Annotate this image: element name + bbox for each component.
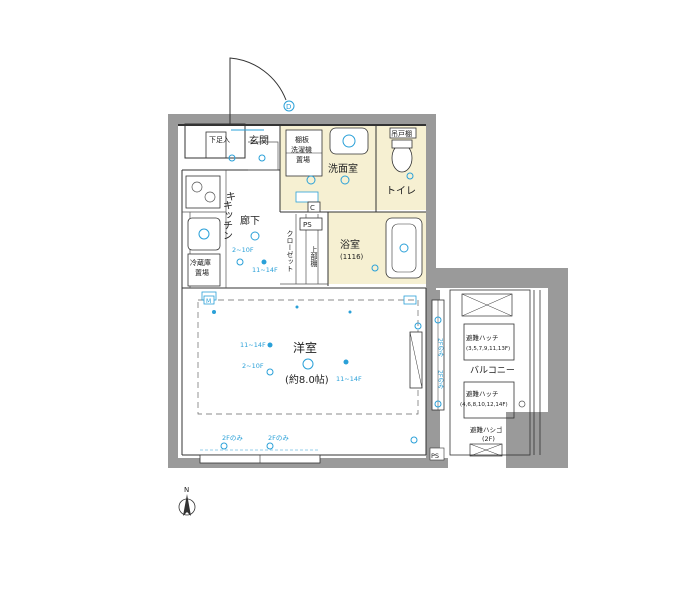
- label-shelf: 棚板: [295, 135, 309, 144]
- front-door: [229, 57, 287, 171]
- label-fridge-area: 置場: [195, 268, 209, 277]
- label-washer-area: 置場: [296, 155, 310, 164]
- label-ps-balcony: PS: [431, 452, 439, 460]
- label-ladder: 避難ハシゴ: [470, 425, 503, 434]
- note-2-10f-b: 2~10F: [242, 362, 264, 370]
- sash-windows: 2Fのみ 2Fのみ PS: [199, 299, 445, 464]
- svg-text:キッチン: キッチン: [221, 200, 232, 240]
- symbol-c: C: [310, 204, 315, 212]
- label-fridge: 冷蔵庫: [190, 258, 211, 267]
- label-rouka: 廊下: [240, 214, 260, 227]
- symbol-d: D: [286, 103, 291, 111]
- western-room: 洋室 (約8.0帖) 11~14F 2~10F 11~14F M 2Fのみ 2F…: [197, 291, 423, 451]
- label-balcony: バルコニー: [470, 365, 515, 376]
- corridor: 廊下 2~10F 11~14F PS クローゼット 上部棚: [232, 214, 323, 274]
- label-hanger: 吊戸棚: [391, 129, 412, 138]
- washroom: 棚板 洗濯機 置場 洗面室 C: [285, 127, 369, 213]
- symbol-m: M: [206, 298, 211, 305]
- symbol-north: N: [184, 486, 189, 494]
- note-11-14f-a: 11~14F: [252, 266, 278, 274]
- toilet-room: 吊戸棚 トイレ: [386, 127, 417, 197]
- label-toilet: トイレ: [386, 186, 416, 197]
- label-upper-shelf: 上部棚: [310, 245, 318, 268]
- balcony: 避難ハッチ (3,5,7,9,11,13F) バルコニー 避難ハッチ (4,6,…: [449, 289, 541, 457]
- label-ps: PS: [303, 221, 312, 229]
- note-11-14f-b: 11~14F: [240, 341, 266, 349]
- sink-icon: [329, 127, 369, 155]
- genkan-area: 下足入 玄関 D: [205, 100, 295, 162]
- north-arrow: N: [178, 486, 196, 516]
- label-hatch1: 避難ハッチ: [466, 333, 499, 342]
- note-2f-only-d: 2Fのみ: [437, 370, 444, 391]
- note-2f-only-b: 2Fのみ: [268, 434, 289, 442]
- label-ladder-floor: (2F): [482, 435, 495, 443]
- bathroom: 浴室 (1116): [340, 217, 423, 279]
- note-2f-only-c: 2Fのみ: [437, 338, 444, 359]
- note-11-14f-c: 11~14F: [336, 375, 362, 383]
- kitchen-vertical-label: キッチン: [221, 200, 232, 240]
- label-senmen: 洗面室: [328, 162, 358, 175]
- label-closet: クローゼット: [286, 230, 294, 272]
- label-kitchen-1: キ: [226, 192, 236, 203]
- note-2f-only-a: 2Fのみ: [222, 434, 243, 442]
- kitchen: キ キッチン 冷蔵庫 置場: [185, 175, 236, 287]
- note-2-10f-a: 2~10F: [232, 246, 254, 254]
- label-hatch1-floors: (3,5,7,9,11,13F): [466, 346, 510, 352]
- label-youshitsu: 洋室: [293, 340, 317, 355]
- label-youshitsu-size: (約8.0帖): [285, 373, 329, 386]
- label-bath: 浴室: [340, 238, 360, 251]
- label-bath-size: (1116): [340, 253, 364, 261]
- label-hatch2: 避難ハッチ: [466, 389, 499, 398]
- label-hatch2-floors: (4,6,8,10,12,14F): [460, 402, 508, 408]
- label-washer: 洗濯機: [291, 145, 312, 154]
- label-geta-1: 下足入: [209, 136, 230, 144]
- label-genkan: 玄関: [249, 134, 269, 147]
- d-circle-icon: [283, 100, 295, 112]
